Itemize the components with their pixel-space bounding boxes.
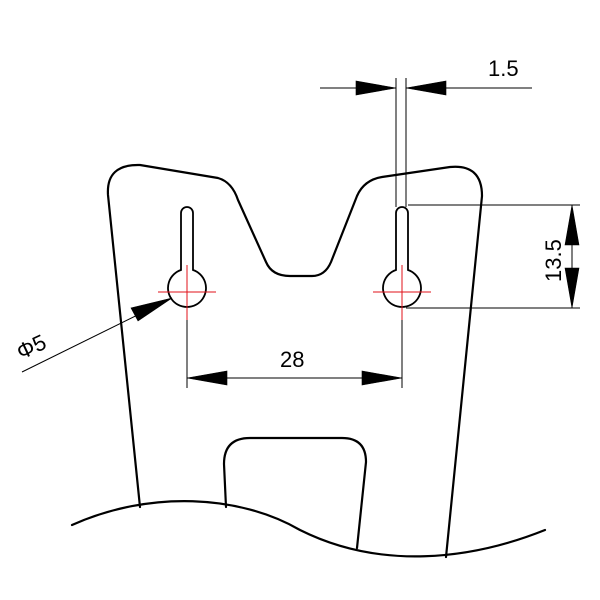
hole-diameter-leader: Φ5 [13, 297, 173, 373]
slot-width-label: 1.5 [488, 56, 519, 81]
slot-length-dimension: 13.5 [406, 204, 580, 309]
break-line [70, 500, 547, 558]
slot-length-label: 13.5 [541, 239, 566, 282]
left-center-mark [158, 265, 216, 320]
slot-width-dimension: 1.5 [320, 56, 532, 207]
left-keyhole-slot [167, 206, 207, 308]
hole-spacing-label: 28 [280, 347, 304, 372]
right-center-mark [373, 265, 431, 320]
inner-cutout [222, 436, 368, 550]
part-outline [106, 163, 484, 559]
hole-diameter-label: Φ5 [13, 329, 51, 364]
right-keyhole-slot [382, 206, 422, 308]
hole-spacing-dimension: 28 [186, 320, 403, 388]
